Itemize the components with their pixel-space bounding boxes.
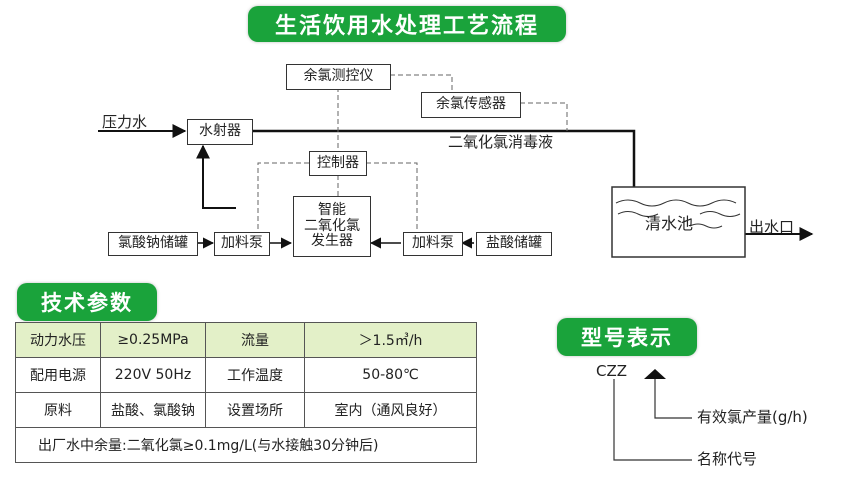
generator-line1: 智能 (318, 202, 346, 219)
table-cell: 工作温度 (205, 357, 305, 393)
generator-line3: 发生器 (311, 233, 353, 250)
acid-tank-box: 盐酸储罐 (476, 232, 552, 256)
table-cell: ≥0.25MPa (100, 322, 206, 358)
table-row: 原料 盐酸、氯酸钠 设置场所 室内（通风良好） (15, 392, 477, 428)
page-title: 生活饮用水处理工艺流程 (248, 6, 566, 42)
pool-wave-1 (615, 199, 737, 207)
residual-sensor-box: 余氯传感器 (421, 92, 521, 118)
model-blank-triangle (644, 369, 666, 379)
table-row: 动力水压 ≥0.25MPa 流量 ＞1.5㎥/h (15, 322, 477, 358)
table-cell: 50-80℃ (304, 357, 477, 393)
pool-wave-2 (617, 211, 659, 217)
model-code: CZZ (596, 362, 628, 380)
control-right-dash (366, 162, 418, 232)
table-cell: ＞1.5㎥/h (304, 322, 477, 358)
generator-line2: 二氧化氯 (304, 217, 360, 234)
table-cell: 设置场所 (205, 392, 305, 428)
specs-footer: 出厂水中余量:二氧化氯≥0.1mg/L(与水接触30分钟后) (15, 427, 477, 463)
disinfectant-label: 二氧化氯消毒液 (448, 133, 554, 151)
generator-box: 智能 二氧化氯 发生器 (293, 196, 371, 257)
table-cell: 配用电源 (15, 357, 101, 393)
outlet-label: 出水口 (749, 218, 795, 236)
pressure-water-label: 压力水 (102, 113, 148, 131)
table-row: 配用电源 220V 50Hz 工作温度 50-80℃ (15, 357, 477, 393)
water-jet-box: 水射器 (187, 119, 253, 145)
residual-controller-box: 余氯测控仪 (286, 64, 391, 90)
pool-wave-4 (689, 223, 723, 229)
table-cell: 室内（通风良好） (304, 392, 477, 428)
table-row: 出厂水中余量:二氧化氯≥0.1mg/L(与水接触30分钟后) (15, 427, 477, 463)
model-code-pointer (613, 379, 692, 461)
pump-to-jet-line (196, 144, 236, 209)
sensor-to-mainline-dash (520, 102, 568, 131)
model-title: 型号表示 (557, 318, 697, 356)
specs-title: 技术参数 (17, 283, 157, 321)
table-cell: 流量 (205, 322, 305, 358)
pool-wave-3 (699, 211, 741, 217)
clear-pool-label: 清水池 (645, 214, 694, 233)
clear-pool-tank (611, 186, 746, 258)
model-output-pointer (654, 379, 692, 419)
model-name-label: 名称代号 (697, 450, 758, 468)
table-cell: 220V 50Hz (100, 357, 206, 393)
table-cell: 动力水压 (15, 322, 101, 358)
controller-to-sensor-dash (390, 74, 453, 93)
controller-box: 控制器 (309, 151, 367, 176)
model-output-label: 有效氯产量(g/h) (697, 408, 808, 426)
control-left-dash (257, 162, 309, 232)
feed-pump-left-box: 加料泵 (214, 232, 270, 256)
table-cell: 原料 (15, 392, 101, 428)
chlorate-tank-box: 氯酸钠储罐 (108, 232, 198, 256)
table-cell: 盐酸、氯酸钠 (100, 392, 206, 428)
specs-table: 动力水压 ≥0.25MPa 流量 ＞1.5㎥/h 配用电源 220V 50Hz … (15, 322, 477, 463)
feed-pump-right-box: 加料泵 (403, 232, 463, 256)
